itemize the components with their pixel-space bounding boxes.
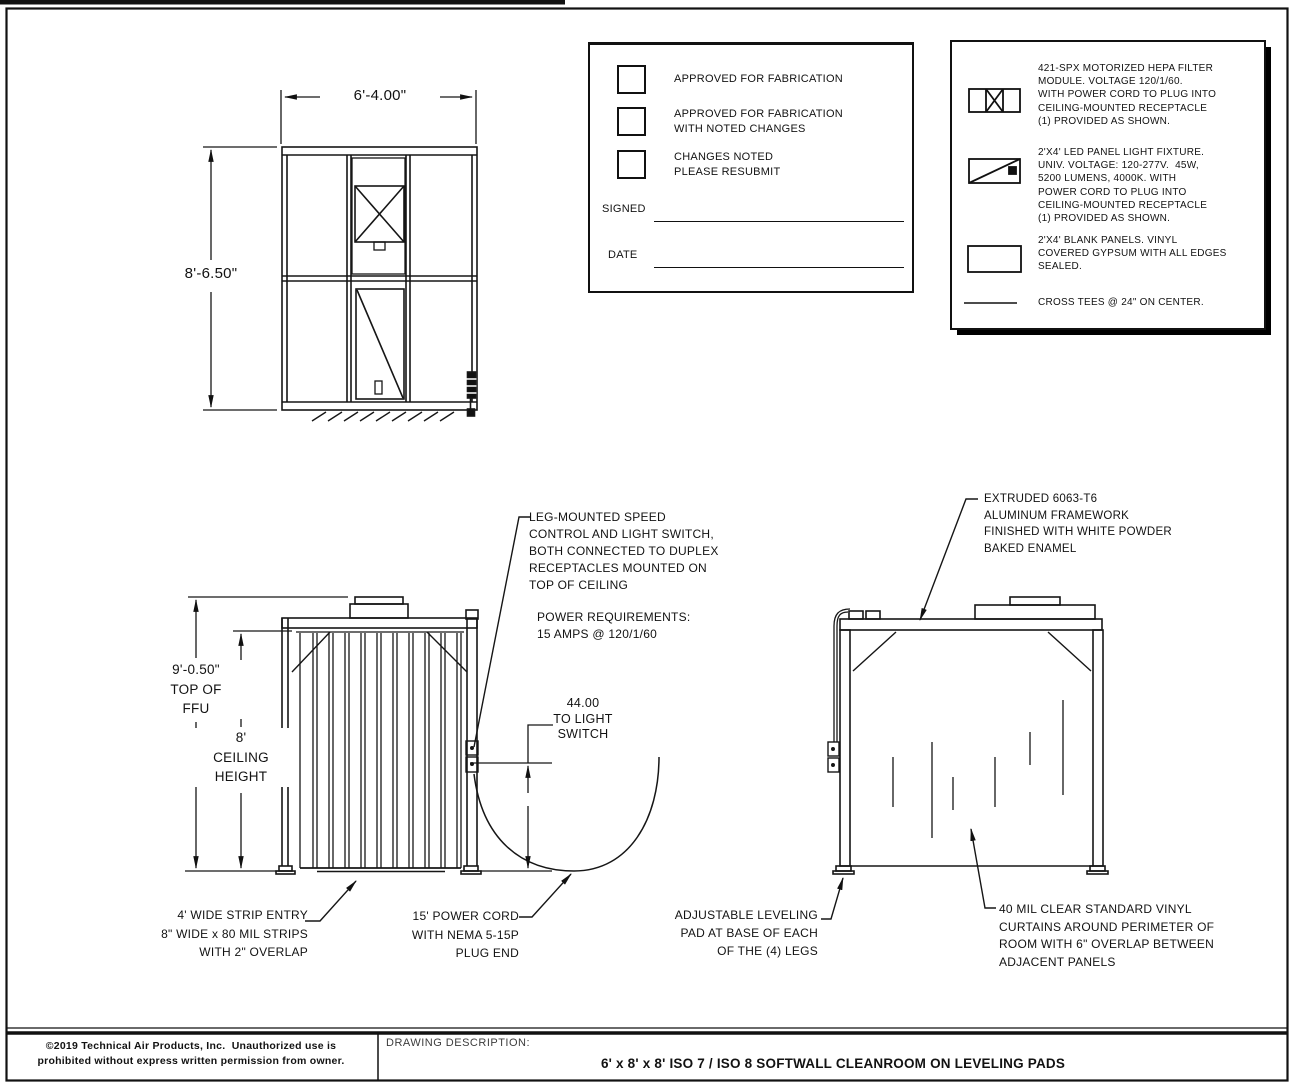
vinyl-curtain-marks	[892, 700, 1064, 838]
vinyl-curtain-note: 40 MIL CLEAR STANDARD VINYL CURTAINS ARO…	[999, 902, 1215, 969]
legend-item-text: CROSS TEES @ 24" ON CENTER.	[1038, 297, 1204, 308]
signed-label: SIGNED	[602, 203, 646, 215]
right-leader-lines	[821, 498, 996, 920]
framework-note: EXTRUDED 6063-T6 ALUMINUM FRAMEWORK FINI…	[984, 493, 1172, 555]
legend-item-text: 421-SPX MOTORIZED HEPA FILTER MODULE. VO…	[1038, 63, 1217, 127]
strip-door-front	[355, 288, 405, 400]
ground-hatch	[311, 411, 455, 422]
power-cord-note: 15' POWER CORD WITH NEMA 5-15P PLUG END	[411, 909, 519, 960]
power-requirements-note: POWER REQUIREMENTS: 15 AMPS @ 120/1/60	[537, 610, 691, 641]
power-cord-plug-front	[466, 371, 477, 417]
hepa-module-front-symbol	[354, 185, 405, 251]
date-line	[654, 267, 904, 268]
approval-option-label: APPROVED FOR FABRICATION WITH NOTED CHAN…	[674, 108, 843, 135]
speed-control-switch	[827, 741, 840, 773]
ceiling-receptacle	[848, 610, 864, 620]
approval-option-label: APPROVED FOR FABRICATION	[674, 73, 843, 85]
legend-item-text: 2'X4' BLANK PANELS. VINYL COVERED GYPSUM…	[1038, 235, 1227, 273]
speed-control-note: LEG-MOUNTED SPEED CONTROL AND LIGHT SWIT…	[529, 510, 719, 592]
side-leader-lines	[305, 516, 572, 922]
legend-item-text: 2'X4' LED PANEL LIGHT FIXTURE. UNIV. VOL…	[1038, 147, 1208, 225]
cross-tee-symbol	[964, 302, 1017, 304]
front-elevation-view	[203, 90, 478, 422]
led-panel-light-symbol	[968, 158, 1021, 184]
strip-curtains	[299, 633, 462, 868]
legend-box: 421-SPX MOTORIZED HEPA FILTER MODULE. VO…	[950, 40, 1266, 330]
leveling-pad-note: ADJUSTABLE LEVELING PAD AT BASE OF EACH …	[674, 908, 818, 958]
blank-panel-symbol	[967, 245, 1022, 273]
front-height-dimension: 8'-6.50"	[160, 265, 262, 282]
approved-for-fabrication-checkbox[interactable]	[617, 65, 646, 94]
front-width-dimension: 6'-4.00"	[320, 87, 440, 104]
signed-line	[654, 221, 904, 222]
cord-down-post	[833, 608, 851, 742]
light-switch-dimension: 44.00 TO LIGHT SWITCH	[553, 696, 613, 741]
ffu-height-dimension: 9'-0.50" TOP OF FFU	[146, 660, 246, 719]
power-cord-arc	[473, 756, 660, 872]
corner-gussets	[852, 631, 1092, 672]
right-elevation-view	[821, 498, 1109, 920]
approved-with-changes-checkbox[interactable]	[617, 107, 646, 136]
drawing-description-label: DRAWING DESCRIPTION:	[386, 1037, 531, 1049]
strip-entry-note: 4' WIDE STRIP ENTRY 8" WIDE x 80 MIL STR…	[161, 908, 308, 959]
drawing-title: 6' x 8' x 8' ISO 7 / ISO 8 SOFTWALL CLEA…	[600, 1056, 1066, 1071]
changes-noted-checkbox[interactable]	[617, 150, 646, 179]
approval-option-label: CHANGES NOTED PLEASE RESUBMIT	[674, 151, 781, 178]
ceiling-receptacle	[865, 610, 881, 620]
copyright-notice: ©2019 Technical Air Products, Inc. Unaut…	[37, 1040, 345, 1067]
height-dimension-lines	[203, 146, 277, 411]
approval-box: APPROVED FOR FABRICATION APPROVED FOR FA…	[588, 42, 914, 293]
hepa-filter-module-symbol	[968, 88, 1021, 113]
date-label: DATE	[608, 249, 638, 261]
corner-braces	[291, 631, 468, 673]
ffu-unit	[974, 604, 1096, 620]
ffu-unit	[349, 603, 409, 619]
ceiling-height-dimension: 8' CEILING HEIGHT	[191, 728, 291, 787]
